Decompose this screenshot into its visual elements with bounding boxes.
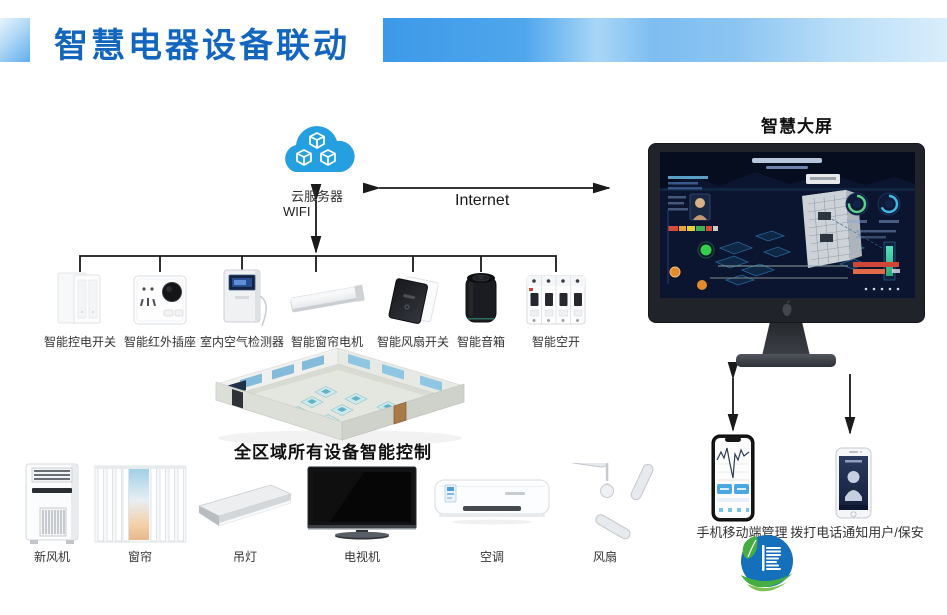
header-accent-band xyxy=(383,18,947,62)
device-label: 智能音箱 xyxy=(456,335,506,349)
fresh-air-unit-icon xyxy=(25,463,79,544)
appliance-label: 空调 xyxy=(479,550,505,564)
air-detector-icon xyxy=(223,269,267,327)
office-floorplan-illustration xyxy=(214,347,466,444)
cloud-label: 云服务器 xyxy=(290,189,344,204)
company-leaf-logo xyxy=(741,535,793,592)
fan-switch-icon xyxy=(388,276,439,324)
apple-logo-icon xyxy=(782,300,792,316)
air-conditioner-icon xyxy=(434,479,550,525)
device-label: 室内空气检测器 xyxy=(199,335,285,349)
appliance-label: 吊灯 xyxy=(232,550,258,564)
monitor-stand-base xyxy=(736,354,836,367)
ceiling-fan-icon xyxy=(568,463,654,540)
tv-icon xyxy=(307,466,417,540)
device-label: 智能风扇开关 xyxy=(376,335,450,349)
circuit-breaker-icon xyxy=(526,275,586,325)
phone-label: 拨打电话通知用户/保安 xyxy=(790,525,924,540)
monitor xyxy=(648,143,925,367)
page-title: 智慧电器设备联动 xyxy=(54,27,350,65)
call-phone-icon xyxy=(835,447,872,519)
appliance-label: 电视机 xyxy=(343,550,381,564)
monitor-title: 智慧大屏 xyxy=(761,117,833,136)
smart-switch-icon xyxy=(57,272,101,324)
cloud-server-icon xyxy=(285,126,355,172)
management-phone-icon xyxy=(711,434,755,522)
appliance-label: 窗帘 xyxy=(127,550,153,564)
device-label: 智能窗帘电机 xyxy=(290,335,364,349)
dashboard-screen xyxy=(660,152,915,298)
device-label: 智能控电开关 xyxy=(43,335,117,349)
device-label: 智能空开 xyxy=(531,335,581,349)
monitor-bezel xyxy=(648,143,925,323)
device-label: 智能红外插座 xyxy=(123,335,197,349)
monitor-stand-neck xyxy=(762,323,810,356)
data-cube-icons xyxy=(296,132,336,166)
smart-speaker-icon xyxy=(465,273,497,323)
appliance-label: 风扇 xyxy=(592,550,618,564)
curtain-motor-icon xyxy=(290,284,365,313)
curtain-icon xyxy=(94,465,187,543)
header-left-accent xyxy=(0,18,30,62)
smart-socket-icon xyxy=(133,275,187,325)
appliance-label: 新风机 xyxy=(33,550,71,564)
status-color-bars xyxy=(668,226,718,231)
device-bus-line xyxy=(79,255,557,272)
wifi-label: WIFI xyxy=(283,204,311,219)
building-caption: 全区域所有设备智能控制 xyxy=(234,443,432,462)
pendant-light-icon xyxy=(197,484,293,527)
internet-label: Internet xyxy=(455,192,510,209)
